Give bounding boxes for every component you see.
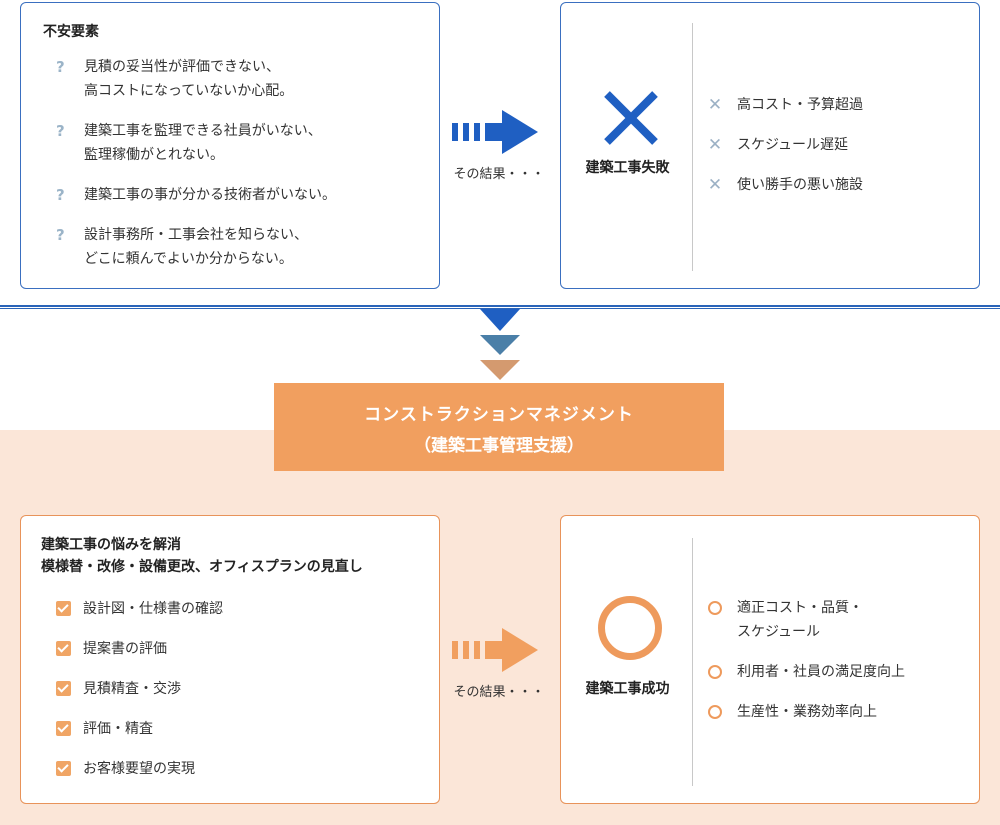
cross-icon: ✕: [707, 135, 723, 155]
checkbox-icon: [56, 720, 71, 736]
failure-text: 使い勝手の悪い施設: [737, 177, 863, 193]
question-icon: ?: [56, 58, 65, 76]
success-list: 適正コスト・品質・ スケジュール 利用者・社員の満足度向上 生産性・業務効率向上: [707, 596, 905, 740]
solutions-box: 建築工事の悩みを解消 模様替・改修・設備更改、オフィスプランの見直し 設計図・仕…: [20, 515, 440, 804]
solution-item: 見積精査・交渉: [41, 668, 419, 708]
checkbox-icon: [56, 760, 71, 776]
failure-label: 建築工事失敗: [585, 160, 670, 176]
solution-item: 提案書の評価: [41, 628, 419, 668]
cross-icon: ✕: [707, 95, 723, 115]
failure-text: 高コスト・予算超過: [737, 97, 863, 113]
solutions-subheading: 模様替・改修・設備更改、オフィスプランの見直し: [41, 559, 363, 575]
down-arrow-icon: [480, 309, 520, 331]
question-icon: ?: [56, 186, 65, 204]
failure-list: ✕ 高コスト・予算超過 ✕ スケジュール遅延 ✕ 使い勝手の悪い施設: [707, 93, 863, 213]
solution-text: お客様要望の実現: [83, 761, 195, 777]
concern-text: 建築工事を監理できる社員がいない、 監理稼働がとれない。: [84, 123, 322, 163]
concern-text: 建築工事の事が分かる技術者がいない。: [84, 187, 336, 203]
solution-text: 設計図・仕様書の確認: [83, 601, 223, 617]
concern-text: 設計事務所・工事会社を知らない、 どこに頼んでよいか分からない。: [84, 227, 308, 267]
failure-text: スケジュール遅延: [737, 137, 849, 153]
checkbox-icon: [56, 680, 71, 696]
checkbox-icon: [56, 640, 71, 656]
success-text: 適正コスト・品質・ スケジュール: [737, 600, 863, 640]
banner-subtitle: （建築工事管理支援）: [414, 436, 584, 456]
success-text: 生産性・業務効率向上: [737, 704, 877, 720]
concern-item: ? 設計事務所・工事会社を知らない、 どこに頼んでよいか分からない。: [43, 223, 419, 271]
concerns-box: 不安要素 ? 見積の妥当性が評価できない、 高コストになっていないか心配。 ? …: [20, 2, 440, 289]
failure-item: ✕ 高コスト・予算超過: [707, 93, 863, 117]
divider-line: [692, 538, 693, 786]
divider-line: [692, 23, 693, 271]
concern-item: ? 建築工事の事が分かる技術者がいない。: [43, 183, 419, 207]
big-cross-icon: [604, 91, 658, 145]
concern-text: 見積の妥当性が評価できない、 高コストになっていないか心配。: [84, 59, 294, 99]
success-item: 適正コスト・品質・ スケジュール: [707, 596, 905, 644]
failure-item: ✕ 使い勝手の悪い施設: [707, 173, 863, 197]
solution-item: お客様要望の実現: [41, 748, 419, 788]
arrow-caption: その結果・・・: [453, 685, 545, 700]
circle-icon: [708, 705, 722, 719]
solution-text: 見積精査・交渉: [83, 681, 181, 697]
solution-text: 評価・精査: [83, 721, 153, 737]
construction-management-banner: コンストラクションマネジメント （建築工事管理支援）: [274, 383, 724, 471]
solution-item: 評価・精査: [41, 708, 419, 748]
circle-icon: [708, 665, 722, 679]
failure-box: 建築工事失敗 ✕ 高コスト・予算超過 ✕ スケジュール遅延 ✕ 使い勝手の悪い施…: [560, 2, 980, 289]
solutions-heading: 建築工事の悩みを解消: [41, 537, 181, 553]
cross-icon: ✕: [707, 175, 723, 195]
right-arrow-icon: [452, 628, 538, 672]
success-item: 生産性・業務効率向上: [707, 700, 905, 724]
solution-item: 設計図・仕様書の確認: [41, 588, 419, 628]
question-icon: ?: [56, 226, 65, 244]
big-circle-icon: [598, 596, 662, 660]
circle-icon: [708, 601, 722, 615]
success-item: 利用者・社員の満足度向上: [707, 660, 905, 684]
right-arrow-icon: [452, 110, 538, 154]
concern-item: ? 見積の妥当性が評価できない、 高コストになっていないか心配。: [43, 55, 419, 103]
success-text: 利用者・社員の満足度向上: [737, 664, 905, 680]
question-icon: ?: [56, 122, 65, 140]
blue-divider: [0, 305, 1000, 309]
concerns-title: 不安要素: [43, 24, 99, 40]
concern-item: ? 建築工事を監理できる社員がいない、 監理稼働がとれない。: [43, 119, 419, 167]
success-label: 建築工事成功: [585, 681, 670, 697]
failure-item: ✕ スケジュール遅延: [707, 133, 863, 157]
down-arrow-icon: [480, 335, 520, 355]
success-box: 建築工事成功 適正コスト・品質・ スケジュール 利用者・社員の満足度向上 生産性…: [560, 515, 980, 804]
banner-title: コンストラクションマネジメント: [364, 405, 634, 425]
down-arrow-icon: [480, 360, 520, 380]
solution-text: 提案書の評価: [83, 641, 167, 657]
arrow-caption: その結果・・・: [453, 167, 545, 182]
checkbox-icon: [56, 600, 71, 616]
